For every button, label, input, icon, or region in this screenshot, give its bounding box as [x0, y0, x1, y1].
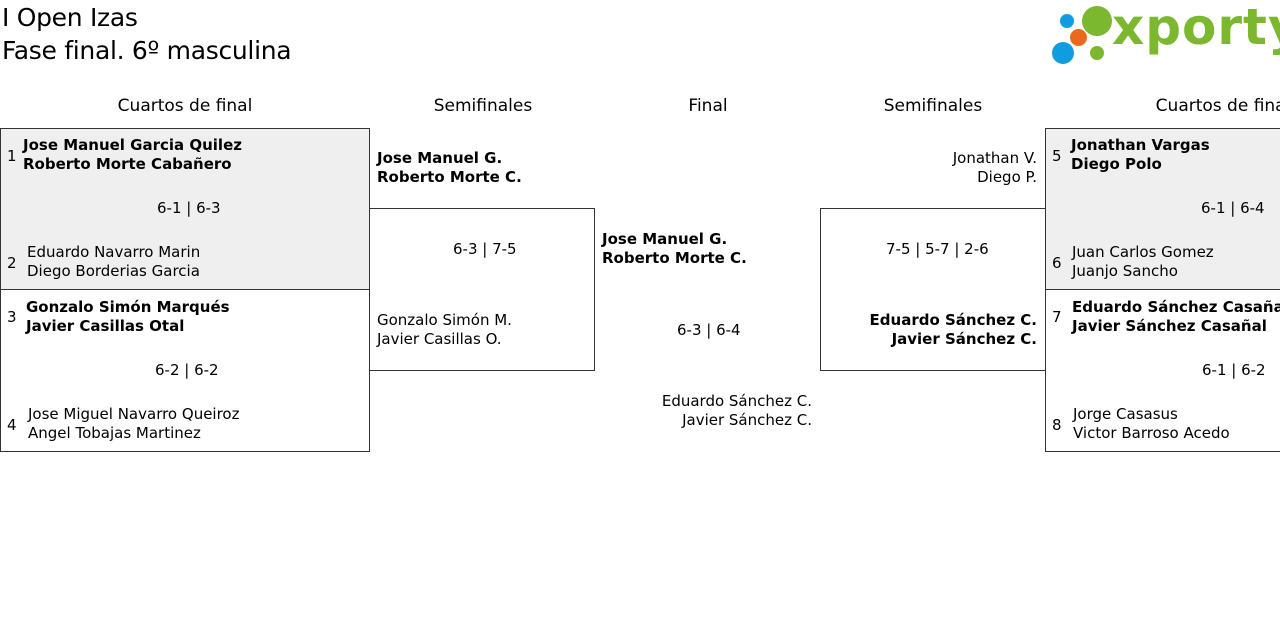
team-name: Javier Sánchez C. [682, 411, 812, 429]
heading-cuartos-left: Cuartos de final [117, 96, 253, 116]
team-name: Victor Barroso Acedo [1073, 424, 1230, 442]
team-name: Jorge Casasus [1073, 405, 1178, 423]
heading-semis-left: Semifinales [433, 96, 533, 116]
team-name: Juan Carlos Gomez [1072, 243, 1214, 261]
match-score: 6-3 | 7-5 [453, 240, 517, 258]
team-name: Jose Manuel G. [602, 230, 728, 248]
team-name: Roberto Morte C. [602, 249, 747, 267]
team-name: Jose Manuel Garcia Quilez [23, 136, 242, 154]
team-name: Eduardo Sánchez Casañal [1072, 298, 1280, 316]
logo-dot-blue-large [1052, 42, 1074, 64]
team-name: Jonathan Vargas [1071, 136, 1210, 154]
logo-dot-blue-small [1060, 14, 1074, 28]
logo-wordmark: xporty [1112, 0, 1280, 56]
seed-number: 8 [1052, 416, 1062, 434]
team-name: Diego Borderias Garcia [27, 262, 200, 280]
seed-number: 2 [7, 254, 17, 272]
phase-title: Fase final. 6º masculina [2, 36, 292, 65]
heading-final: Final [688, 96, 728, 116]
team-name: Diego Polo [1071, 155, 1162, 173]
team-name: Jose Miguel Navarro Queiroz [28, 405, 240, 423]
team-name: Gonzalo Simón M. [377, 311, 512, 329]
team-name: Eduardo Sánchez C. [869, 311, 1037, 329]
team-name: Javier Casillas Otal [26, 317, 185, 335]
team-name: Javier Sánchez C. [891, 330, 1037, 348]
match-score: 7-5 | 5-7 | 2-6 [886, 240, 989, 258]
match-score: 6-1 | 6-4 [1201, 199, 1265, 217]
match-score: 6-1 | 6-3 [157, 199, 221, 217]
team-name: Javier Casillas O. [377, 330, 502, 348]
team-name: Eduardo Navarro Marin [27, 243, 201, 261]
team-name: Jose Manuel G. [377, 149, 503, 167]
match-score: 6-1 | 6-2 [1202, 361, 1266, 379]
logo-dot-green-small [1090, 46, 1104, 60]
heading-semis-right: Semifinales [883, 96, 983, 116]
team-name: Diego P. [977, 168, 1037, 186]
xporty-logo: xporty [1050, 0, 1280, 68]
qf-match-1 [0, 128, 370, 290]
seed-number: 1 [7, 147, 17, 165]
match-score: 6-3 | 6-4 [677, 321, 741, 339]
team-name: Javier Sánchez Casañal [1072, 317, 1267, 335]
seed-number: 5 [1052, 147, 1062, 165]
team-name: Eduardo Sánchez C. [661, 392, 812, 410]
logo-dot-green-large [1082, 6, 1112, 36]
tournament-title: I Open Izas [2, 3, 138, 32]
team-name: Juanjo Sancho [1072, 262, 1178, 280]
seed-number: 3 [7, 308, 17, 326]
sf-left-connector [369, 208, 595, 371]
team-name: Roberto Morte Cabañero [23, 155, 232, 173]
team-name: Roberto Morte C. [377, 168, 522, 186]
match-score: 6-2 | 6-2 [155, 361, 219, 379]
seed-number: 4 [7, 416, 17, 434]
team-name: Angel Tobajas Martinez [28, 424, 201, 442]
qf-match-4 [1045, 289, 1280, 452]
logo-dot-orange [1070, 29, 1087, 46]
team-name: Jonathan V. [952, 149, 1037, 167]
heading-cuartos-right: Cuartos de final [1155, 96, 1280, 116]
team-name: Gonzalo Simón Marqués [26, 298, 230, 316]
seed-number: 6 [1052, 254, 1062, 272]
seed-number: 7 [1052, 308, 1062, 326]
sf-right-connector [820, 208, 1046, 371]
